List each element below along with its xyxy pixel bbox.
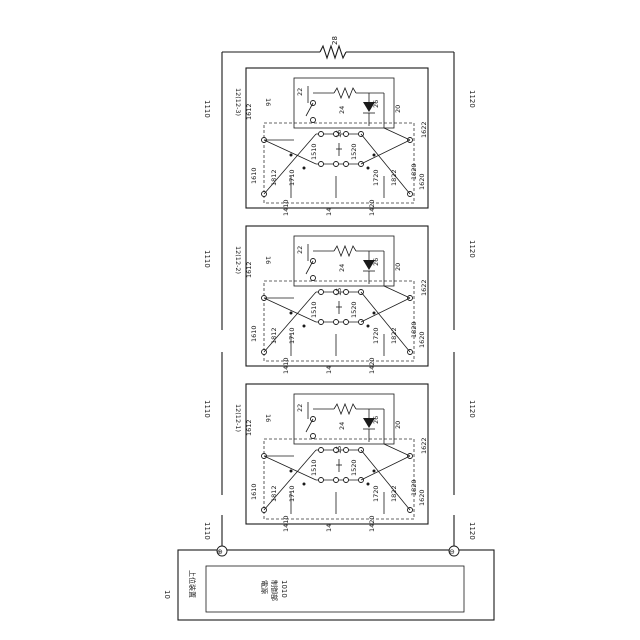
- label-1410: 1410: [282, 357, 290, 374]
- label-1822: 1822: [390, 169, 398, 186]
- label-1612: 1612: [245, 261, 253, 278]
- label-1520: 1520: [350, 301, 358, 318]
- label-1510: 1510: [310, 459, 318, 476]
- label-1820: 1820: [410, 163, 418, 180]
- unit-name-1: 電源: [260, 580, 269, 594]
- plus-terminal: ⊕: [217, 548, 223, 556]
- label-1612: 1612: [245, 103, 253, 120]
- center-label: 15: [335, 288, 343, 296]
- label-20: 20: [394, 263, 402, 271]
- label-1610: 1610: [250, 483, 258, 500]
- module-12-2: 12(12-2) 16 1612 1610 1812 1710 1410 151…: [234, 226, 428, 374]
- slot-label: 16: [264, 256, 272, 264]
- bus-left-label-4: 1110: [203, 522, 211, 540]
- unit-name-2: 制御部: [270, 580, 279, 601]
- label-24: 24: [338, 106, 346, 114]
- bus-right-label-3: 1120: [468, 400, 476, 418]
- label-26: 26: [372, 258, 380, 266]
- label-1420: 1420: [368, 199, 376, 216]
- label-1710: 1710: [288, 327, 296, 344]
- label-14: 14: [325, 208, 333, 216]
- label-1710: 1710: [288, 485, 296, 502]
- label-1410: 1410: [282, 199, 290, 216]
- slot-label: 16: [264, 414, 272, 422]
- label-1520: 1520: [350, 459, 358, 476]
- bus-left-label-1: 1110: [203, 100, 211, 118]
- label-1622: 1622: [420, 121, 428, 138]
- label-22: 22: [296, 404, 304, 412]
- module-12-1: 12(12-1) 16 1612 1610 1812 1710 1410 151…: [234, 384, 428, 532]
- host-title: 上位装置: [188, 570, 197, 598]
- bus-right-label-2: 1120: [468, 240, 476, 258]
- center-label: 15: [335, 446, 343, 454]
- minus-terminal: ⊖: [449, 548, 455, 556]
- label-26: 26: [372, 416, 380, 424]
- bus-left-label-2: 1110: [203, 250, 211, 268]
- label-14: 14: [325, 524, 333, 532]
- module-12-3: 12(12-3) 16 1612 1610 1812 1710 1410 151…: [234, 68, 428, 216]
- label-20: 20: [394, 421, 402, 429]
- module-ref: 12(12-2): [234, 246, 242, 274]
- label-1622: 1622: [420, 279, 428, 296]
- label-14: 14: [325, 366, 333, 374]
- label-1420: 1420: [368, 515, 376, 532]
- label-1420: 1420: [368, 357, 376, 374]
- host-ref: 10: [163, 590, 171, 599]
- label-22: 22: [296, 88, 304, 96]
- label-1620: 1620: [418, 489, 426, 506]
- label-1820: 1820: [410, 321, 418, 338]
- label-1410: 1410: [282, 515, 290, 532]
- label-24: 24: [338, 264, 346, 272]
- slot-label: 16: [264, 98, 272, 106]
- label-1820: 1820: [410, 479, 418, 496]
- resistor-28-label: 28: [331, 36, 339, 45]
- label-26: 26: [372, 100, 380, 108]
- host-device: ⊕ ⊖ 上位装置 10 電源 制御部 1010: [163, 546, 494, 620]
- label-1812: 1812: [270, 327, 278, 344]
- label-1622: 1622: [420, 437, 428, 454]
- label-1612: 1612: [245, 419, 253, 436]
- center-label: 16: [335, 130, 343, 138]
- label-1510: 1510: [310, 301, 318, 318]
- label-22: 22: [296, 246, 304, 254]
- bus-left-label-3: 1110: [203, 400, 211, 418]
- label-1610: 1610: [250, 325, 258, 342]
- label-1620: 1620: [418, 331, 426, 348]
- top-bus: 28: [222, 36, 454, 58]
- label-20: 20: [394, 105, 402, 113]
- label-24: 24: [338, 422, 346, 430]
- label-1720: 1720: [372, 327, 380, 344]
- label-1720: 1720: [372, 169, 380, 186]
- label-1510: 1510: [310, 143, 318, 160]
- label-1710: 1710: [288, 169, 296, 186]
- bus-right-label-4: 1120: [468, 522, 476, 540]
- label-1610: 1610: [250, 167, 258, 184]
- module-ref: 12(12-3): [234, 88, 242, 116]
- label-1812: 1812: [270, 485, 278, 502]
- module-ref: 12(12-1): [234, 404, 242, 432]
- label-1520: 1520: [350, 143, 358, 160]
- label-1822: 1822: [390, 327, 398, 344]
- label-1720: 1720: [372, 485, 380, 502]
- unit-ref: 1010: [280, 580, 288, 598]
- bus-right-label-1: 1120: [468, 90, 476, 108]
- label-1812: 1812: [270, 169, 278, 186]
- label-1620: 1620: [418, 173, 426, 190]
- label-1822: 1822: [390, 485, 398, 502]
